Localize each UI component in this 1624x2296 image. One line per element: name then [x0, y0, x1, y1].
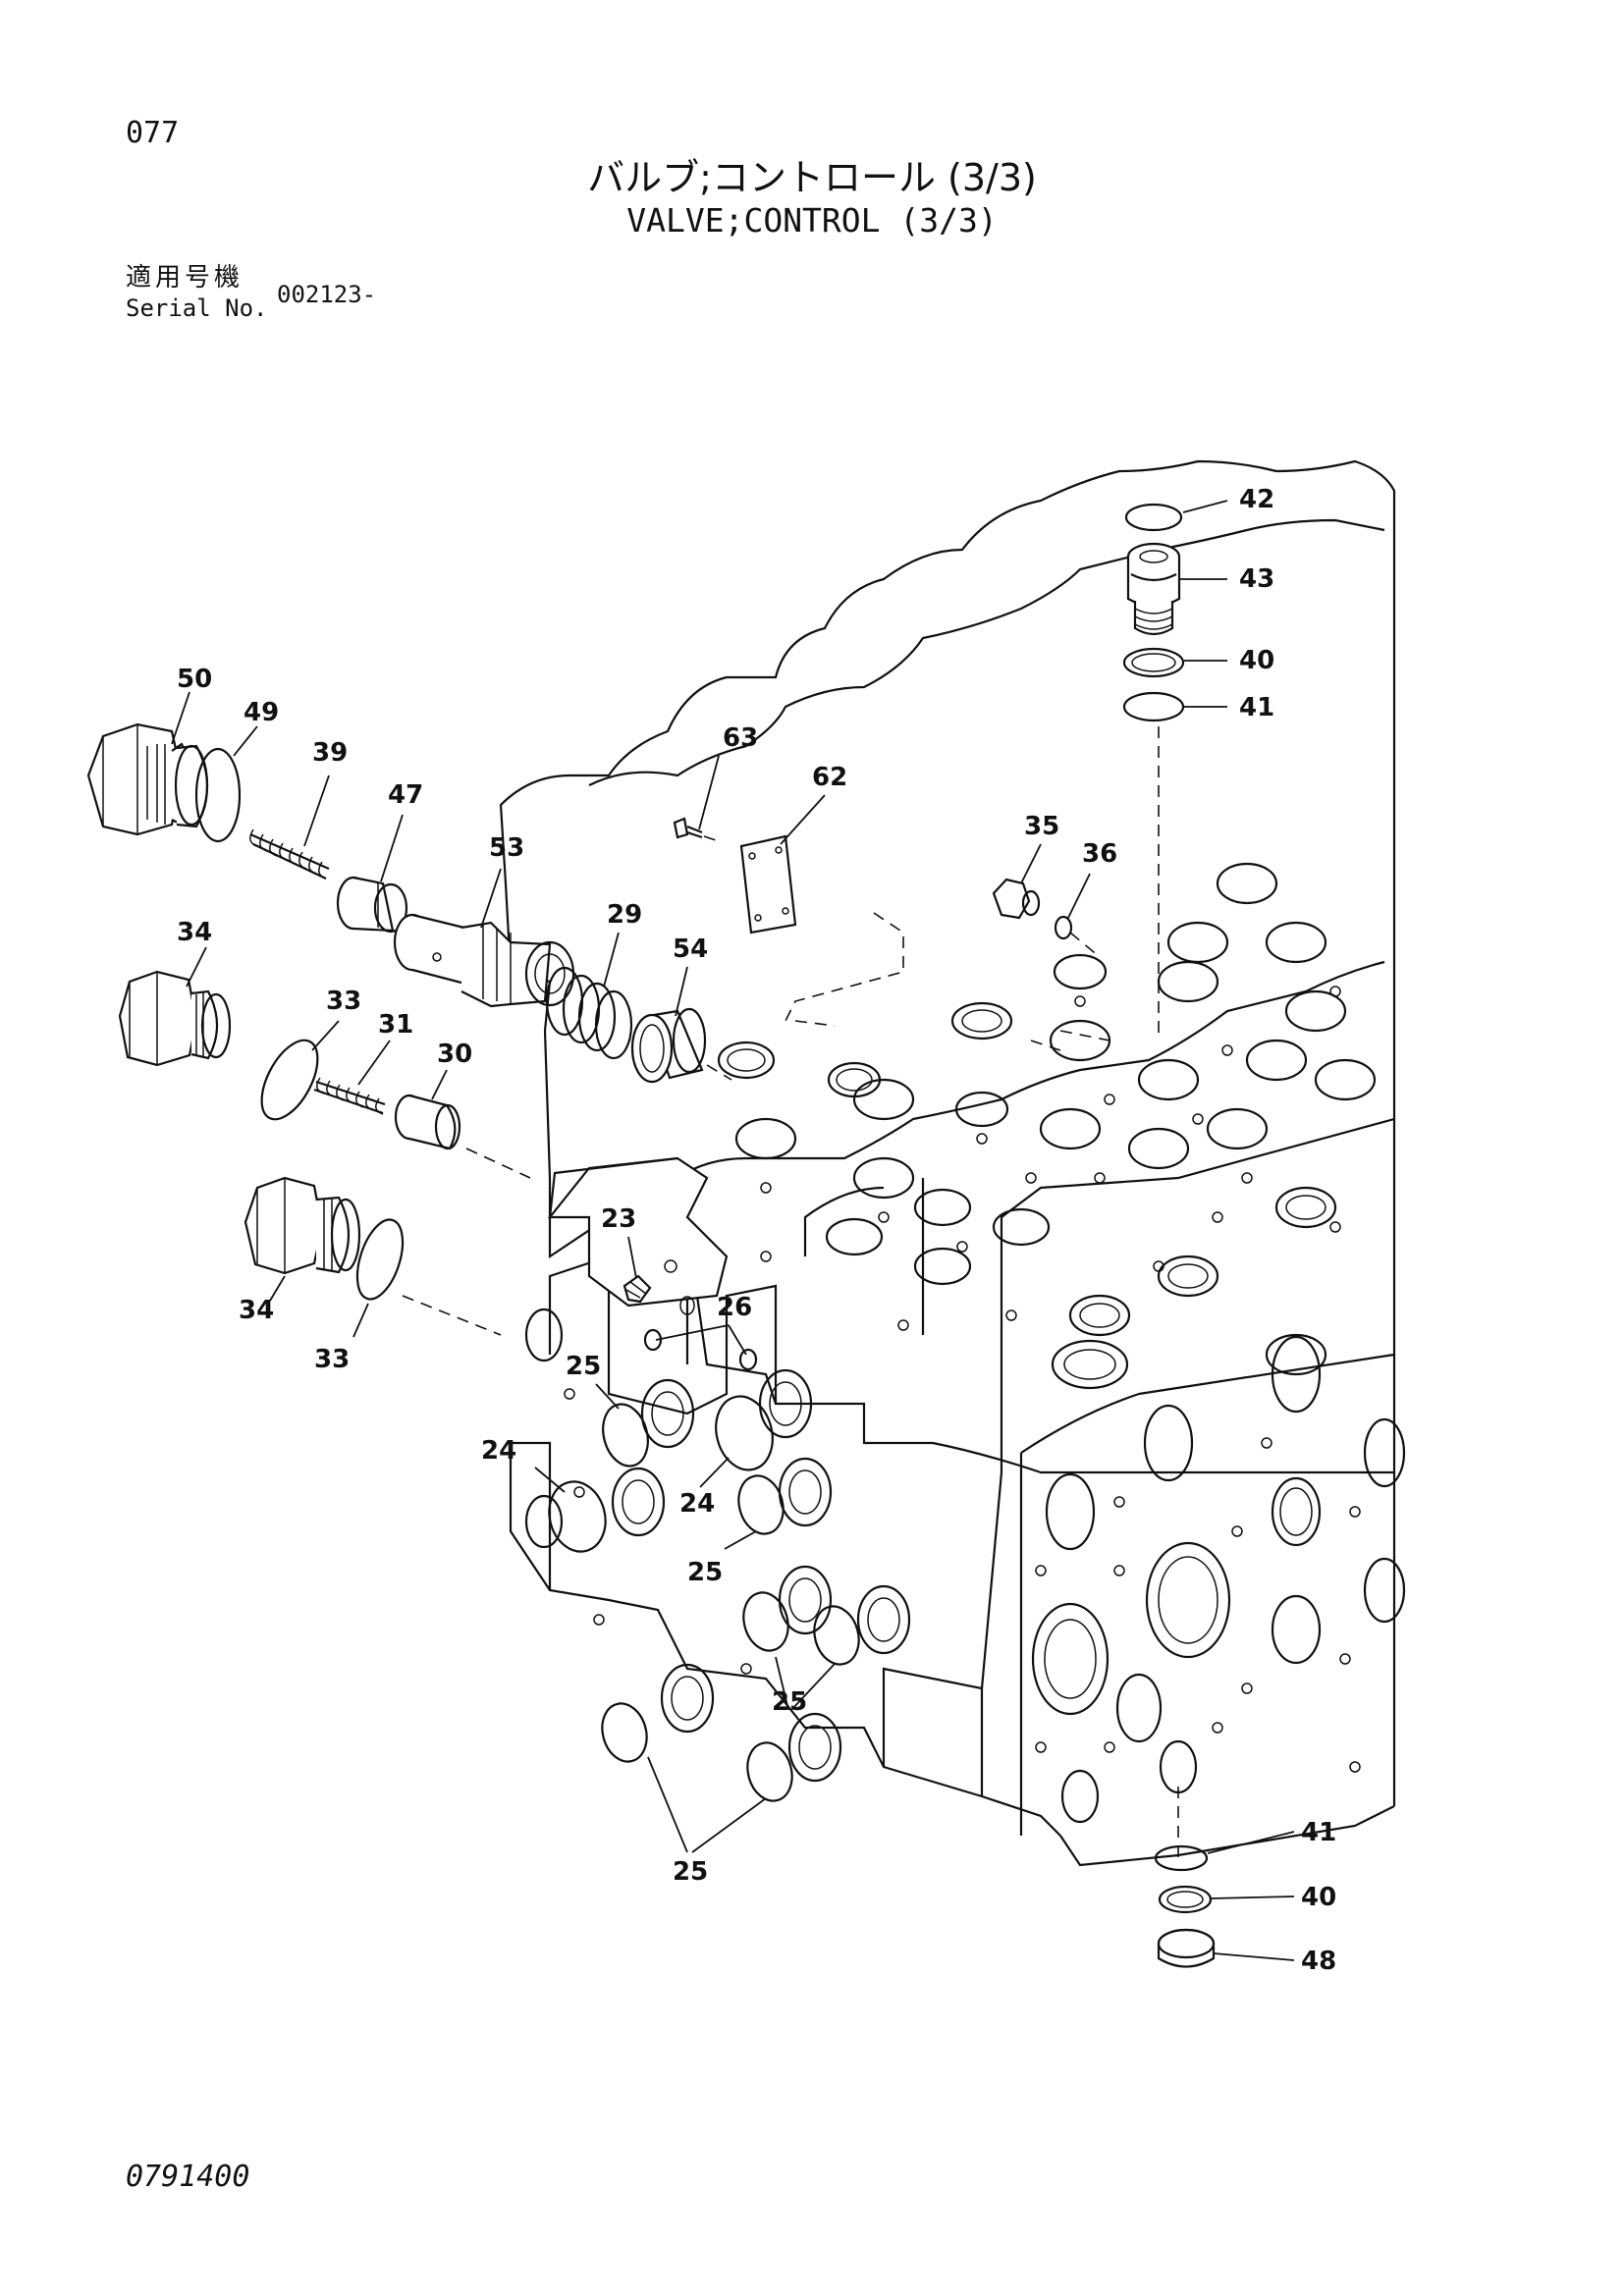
callout-42: 42 — [1239, 485, 1274, 514]
left-face-ports — [524, 1308, 911, 1783]
callout-62: 62 — [812, 763, 847, 792]
part-62-plate — [739, 834, 797, 934]
valve-housing — [499, 459, 1396, 1867]
callout-24-b: 24 — [679, 1489, 715, 1519]
callout-40-bottom: 40 — [1301, 1883, 1336, 1912]
part-49-o-ring — [194, 747, 242, 843]
callout-31: 31 — [378, 1010, 413, 1040]
callout-39: 39 — [312, 738, 348, 768]
part-47-sleeve — [336, 876, 408, 934]
callout-34-lower: 34 — [239, 1296, 274, 1325]
part-35-plug — [992, 878, 1041, 920]
callout-49: 49 — [244, 698, 279, 727]
callout-labels: 42 43 40 41 50 49 39 47 53 63 62 35 36 2… — [177, 485, 1336, 1976]
part-54-sleeve — [630, 1007, 707, 1084]
callout-33-lower: 33 — [314, 1345, 350, 1374]
part-41-o-ring-bottom — [1154, 1844, 1209, 1872]
callout-24-a: 24 — [481, 1436, 516, 1466]
part-41-o-ring — [1122, 691, 1185, 722]
callout-25-d: 25 — [673, 1857, 708, 1887]
part-34-plug-upper — [118, 970, 232, 1067]
port-26-socket — [679, 1296, 695, 1315]
part-36-o-ring — [1054, 915, 1073, 940]
part-26-o-ring-a — [643, 1328, 663, 1352]
callout-35: 35 — [1024, 812, 1059, 841]
callout-26: 26 — [717, 1293, 752, 1322]
part-53-spool — [393, 913, 575, 1008]
top-surface-ports — [717, 862, 1377, 1390]
callout-36: 36 — [1082, 839, 1117, 869]
callout-53: 53 — [489, 833, 524, 863]
part-40-backup-ring-bottom — [1158, 1885, 1213, 1914]
assembly-axis-30 — [465, 1148, 531, 1179]
assembly-axis-34-lower — [402, 1295, 502, 1336]
callout-40-top: 40 — [1239, 646, 1274, 675]
title-english: VALVE;CONTROL (3/3) — [626, 201, 998, 240]
title-japanese: バルブ;コントロール (3/3) — [587, 156, 1037, 199]
part-50-plug — [86, 722, 209, 836]
callout-33-upper: 33 — [326, 987, 361, 1016]
assembly-axis-spool — [706, 1064, 732, 1081]
callout-63: 63 — [723, 723, 758, 753]
part-43-plug — [1126, 542, 1181, 636]
part-25-o-ring-d — [813, 1605, 860, 1666]
callout-47: 47 — [388, 780, 423, 810]
part-25-o-ring-b — [737, 1474, 785, 1535]
part-24-o-ring-a — [548, 1480, 607, 1553]
callout-30: 30 — [437, 1040, 472, 1069]
part-39-spring — [249, 828, 330, 880]
small-bolt-holes — [760, 986, 1341, 1331]
part-48-plug-bottom — [1157, 1928, 1216, 1968]
front-face-ports — [1031, 1335, 1406, 1824]
callout-41-top: 41 — [1239, 693, 1274, 722]
leader-lines — [171, 500, 1295, 1961]
part-30-poppet — [394, 1094, 461, 1150]
serial-label-english: Serial No. — [126, 294, 268, 322]
part-25-o-ring-f — [746, 1741, 793, 1802]
plate-mount-outline — [785, 912, 904, 1027]
callout-41-bottom: 41 — [1301, 1818, 1336, 1847]
callout-23: 23 — [601, 1204, 636, 1234]
drawing-code: 0791400 — [126, 2160, 250, 2194]
part-24-o-ring-b — [715, 1395, 774, 1471]
part-31-spring — [313, 1077, 386, 1115]
part-25-o-ring-c — [742, 1591, 789, 1652]
callout-25-c: 25 — [772, 1687, 807, 1717]
part-25-o-ring-e — [601, 1702, 648, 1763]
part-33-o-ring-upper — [260, 1039, 319, 1121]
callout-54: 54 — [673, 934, 708, 964]
part-33-o-ring-lower — [355, 1218, 405, 1301]
part-25-o-ring-a — [602, 1403, 649, 1468]
callout-29: 29 — [607, 900, 642, 930]
callout-25-b: 25 — [687, 1558, 723, 1587]
part-63-screw — [673, 817, 723, 843]
serial-label-japanese: 適用号機 — [126, 263, 244, 293]
serial-number-value: 002123- — [277, 281, 377, 308]
callout-43: 43 — [1239, 564, 1274, 594]
assembly-axis-top-branch — [1030, 1030, 1110, 1051]
assembly-axis-35 — [1069, 932, 1101, 958]
callout-50: 50 — [177, 665, 212, 694]
callout-25-a: 25 — [566, 1352, 601, 1381]
page-number: 077 — [126, 116, 180, 150]
part-34-plug-lower — [244, 1176, 361, 1275]
part-42-o-ring — [1124, 503, 1183, 532]
callout-34-upper: 34 — [177, 918, 212, 947]
part-26-o-ring-b — [738, 1348, 758, 1371]
callout-48: 48 — [1301, 1947, 1336, 1976]
part-29-spring — [545, 966, 633, 1060]
part-40-backup-ring — [1122, 647, 1185, 678]
